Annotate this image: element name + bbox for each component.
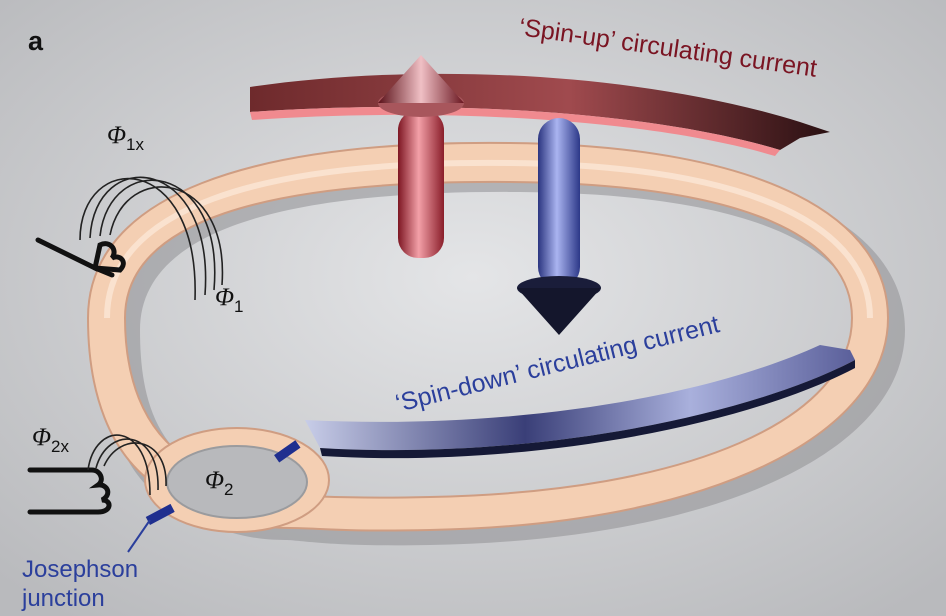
josephson-junction-2 <box>274 440 301 463</box>
josephson-label-line1: Josephson <box>22 556 138 583</box>
phi-2-label: Φ2 <box>205 467 234 499</box>
flux-coil-1 <box>35 237 126 278</box>
spin-down-current-band <box>305 345 855 459</box>
josephson-label-line2: junction <box>21 585 105 612</box>
phi-1x-label: Φ1x <box>107 122 144 154</box>
flux-lines-1 <box>79 176 224 301</box>
spin-down-arrow <box>517 118 601 335</box>
panel-label: a <box>28 26 44 56</box>
junction-pointer <box>127 519 151 553</box>
flux-lines-2 <box>87 434 167 496</box>
small-loop-hole <box>166 445 308 519</box>
loop-highlight <box>104 159 873 319</box>
spin-up-arrow <box>378 55 464 258</box>
josephson-junction-1 <box>145 503 175 525</box>
phi-2x-label: Φ2x <box>32 424 69 456</box>
phi-1-label: Φ1 <box>215 284 244 316</box>
flux-coil-2 <box>27 467 112 515</box>
